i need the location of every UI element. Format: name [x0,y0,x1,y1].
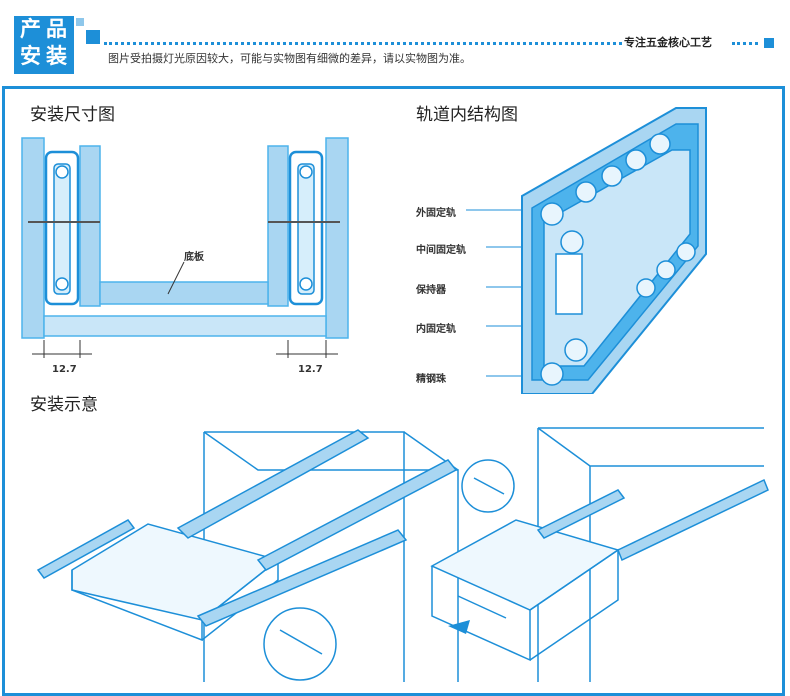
decor-end-square [764,38,774,48]
page-header: 产品 安装 专注五金核心工艺 图片受拍摄灯光原因较大，可能与实物图有细微的差异，… [0,0,790,80]
label-steel-ball: 精钢珠 [416,374,446,385]
decor-square [86,30,100,44]
board-label: 底板 [184,250,205,263]
size-diagram: 底板 12.7 12.7 [21,137,349,374]
section-title-structure: 轨道内结构图 [416,105,518,125]
label-inner-rail: 内固定轨 [416,324,456,335]
label-retainer: 保持器 [416,285,446,296]
product-install-logo: 产品 安装 [14,16,74,74]
label-outer-rail: 外固定轨 [416,208,456,219]
dim-right: 12.7 [298,364,323,374]
section-title-install: 安装示意 [30,395,98,415]
install-illustration [36,427,769,682]
decor-square-small [76,18,84,26]
dim-left: 12.7 [52,364,77,374]
dotted-divider-end [732,42,758,45]
photo-notice: 图片受拍摄灯光原因较大，可能与实物图有细微的差异，请以实物图为准。 [108,52,471,65]
rail-structure-diagram [466,107,707,394]
label-middle-rail: 中间固定轨 [416,245,466,256]
logo-line-2: 安装 [20,44,72,68]
logo-line-1: 产品 [20,17,72,41]
section-title-size: 安装尺寸图 [30,105,115,125]
dotted-divider [104,42,622,45]
slogan: 专注五金核心工艺 [624,36,712,49]
